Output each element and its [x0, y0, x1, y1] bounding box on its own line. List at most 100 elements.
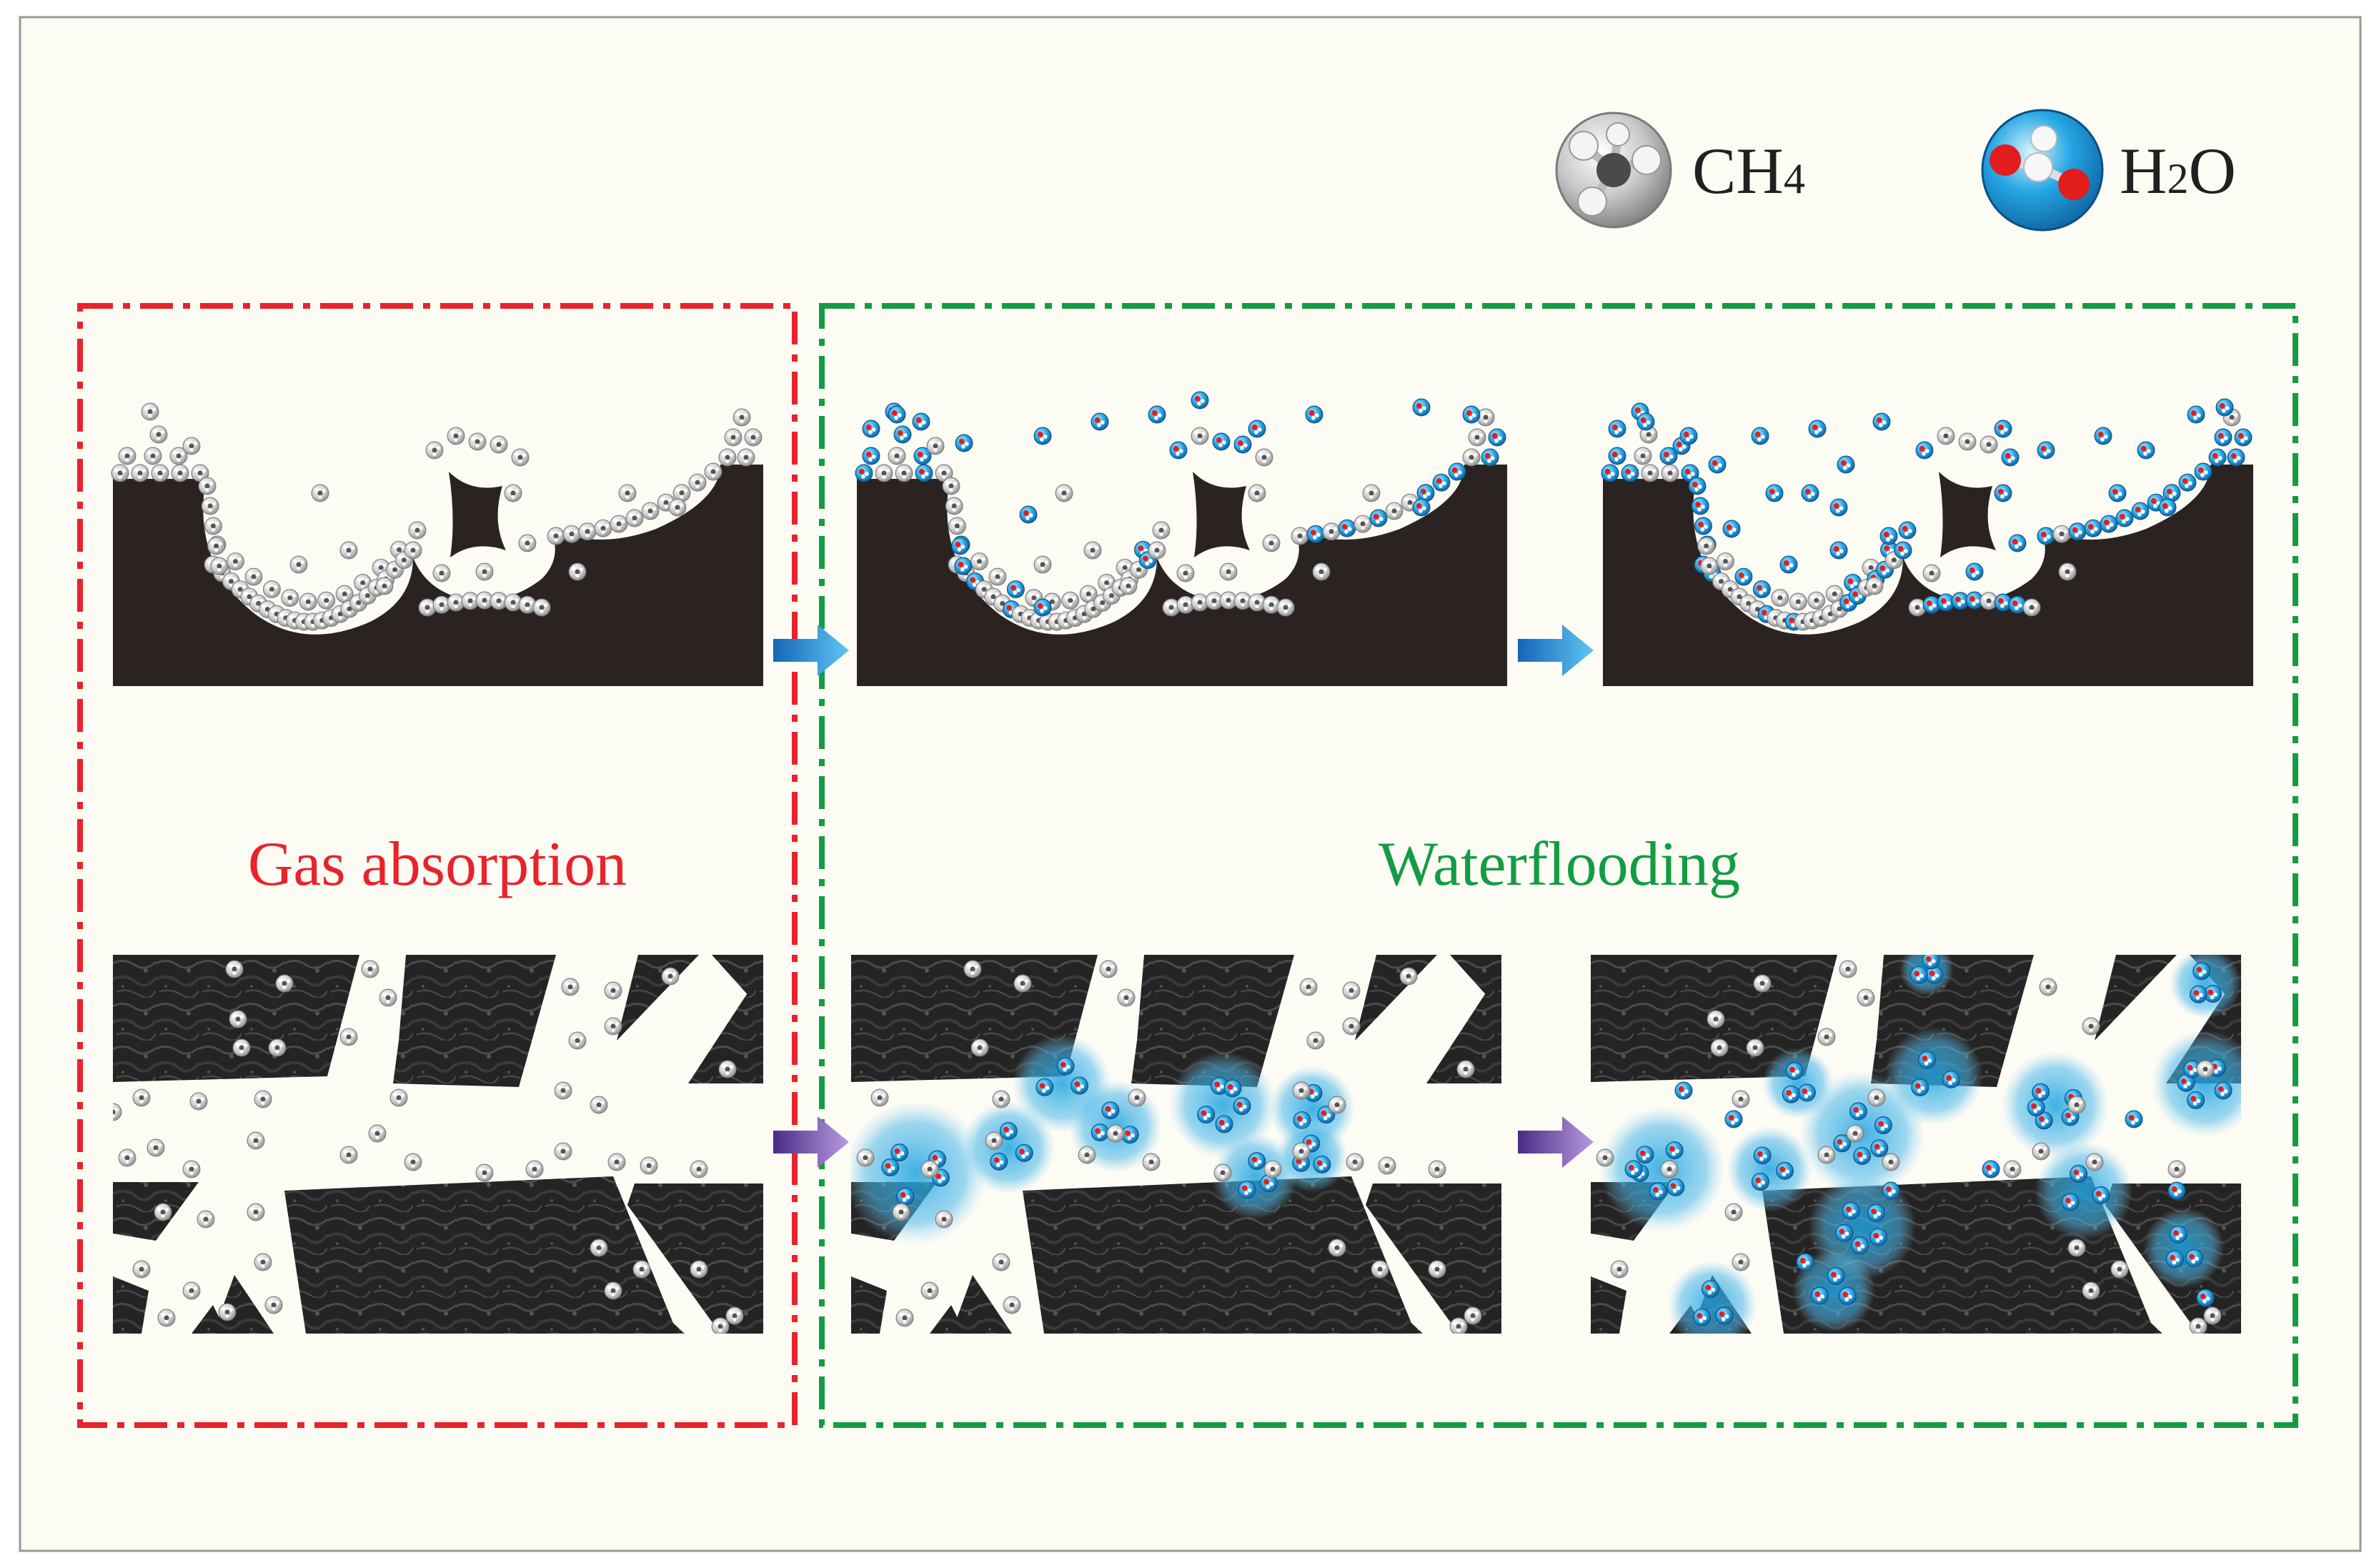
h2o-molecule: [2159, 499, 2176, 516]
ch4-molecule: [1429, 1161, 1446, 1178]
h2o-molecule: [1899, 522, 1916, 539]
ch4-molecule: [964, 961, 981, 978]
h2o-molecule: [1102, 1102, 1119, 1119]
h2o-molecule: [1036, 1078, 1053, 1096]
ch4-molecule: [1354, 515, 1371, 532]
ch4-molecule: [2168, 1161, 2185, 1178]
ch4-molecule: [2190, 1318, 2207, 1335]
ch4-molecule: [519, 535, 536, 552]
ch4-molecule: [469, 433, 486, 450]
h2o-molecule: [1870, 1229, 1887, 1246]
ch4-molecule: [390, 1089, 407, 1106]
h2o-molecule: [1609, 420, 1626, 437]
h2o-molecule: [2085, 520, 2102, 537]
ch4-molecule: [476, 1164, 493, 1181]
ch4-molecule: [989, 568, 1006, 585]
h2o-molecule: [1850, 1103, 1867, 1120]
gas-absorption-label: Gas absorption: [248, 830, 627, 899]
rock-block: [284, 1176, 677, 1334]
ch4-molecule: [590, 1096, 607, 1113]
h2o-molecule: [855, 465, 873, 482]
ch4-molecule: [605, 1018, 622, 1035]
h2o-molecule: [2193, 963, 2210, 980]
h2o-molecule: [2070, 1165, 2087, 1182]
ch4-molecule: [1363, 485, 1380, 502]
h2o-molecule: [1966, 563, 1983, 580]
ch4-molecule: [247, 1132, 264, 1149]
ch4-molecule: [202, 497, 219, 515]
ch4-molecule: [533, 599, 550, 616]
ch4-molecule: [1177, 565, 1194, 582]
h2o-molecule: [2216, 399, 2233, 416]
h2o-molecule: [2116, 510, 2133, 527]
ch4-molecule: [547, 527, 565, 545]
h2o-molecule: [1777, 1162, 1794, 1179]
ch4-molecule: [1034, 556, 1051, 573]
h2o-molecule: [1198, 1106, 1215, 1123]
h2o-molecule: [2137, 442, 2155, 459]
ch4-molecule: [640, 1157, 657, 1174]
ch4-molecule: [1371, 1261, 1389, 1278]
ch4-molecule: [2197, 1061, 2214, 1078]
h2o-molecule: [1797, 1254, 1814, 1271]
water-cluster: [1884, 1027, 1983, 1126]
h2o-molecule: [1625, 1161, 1642, 1178]
ch4-molecule: [608, 1153, 625, 1171]
ch4-molecule: [875, 465, 893, 482]
ch4-molecule: [1711, 1039, 1728, 1056]
ch4-molecule: [1300, 978, 1317, 996]
ch4-molecule: [1450, 1318, 1467, 1335]
ch4-molecule: [1882, 1153, 1899, 1171]
h2o-molecule: [2197, 1289, 2214, 1306]
ch4-molecule: [719, 1061, 736, 1078]
ch4-molecule: [1789, 593, 1807, 610]
h2o-molecule: [1910, 966, 1927, 983]
ch4-molecule: [1148, 542, 1166, 559]
h2o-molecule: [1689, 477, 1706, 495]
ch4-molecule: [705, 463, 722, 480]
ch4-molecule: [211, 557, 228, 575]
ch4-molecule: [1293, 1143, 1310, 1160]
ch4-molecule: [133, 1089, 150, 1106]
h2o-molecule: [1982, 1161, 2000, 1178]
ch4-molecule: [871, 1089, 888, 1106]
ch4-molecule: [426, 442, 443, 459]
ch4-molecule: [719, 449, 736, 466]
ch4-molecule: [1818, 1146, 1835, 1163]
ch4-molecule: [948, 517, 965, 535]
h2o-molecule: [882, 1158, 899, 1176]
ch4-molecule: [1277, 599, 1294, 616]
ch4-molecule-icon: [1556, 113, 1671, 227]
ch4-molecule: [1698, 537, 1715, 555]
h2o-molecule: [1871, 1140, 1888, 1157]
ch4-molecule: [254, 1091, 272, 1108]
ch4-molecule: [2053, 525, 2070, 542]
h2o-molecule: [2132, 502, 2149, 520]
h2o-molecule: [1091, 1124, 1108, 1141]
ch4-molecule: [1469, 429, 1486, 446]
ch4-molecule: [1754, 975, 1771, 992]
ch4-molecule: [857, 1149, 874, 1166]
h2o-molecule: [1449, 463, 1466, 480]
ch4-molecule: [1328, 1096, 1346, 1113]
h2o-molecule: [1852, 1237, 1869, 1254]
ch4-molecule: [147, 1139, 164, 1156]
h2o-molecule: [1809, 420, 1826, 437]
ch4-molecule: [111, 465, 129, 482]
h2o-molecule: [1238, 1181, 1256, 1199]
h2o-molecule: [1413, 499, 1430, 516]
h2o-molecule: [1874, 1117, 1892, 1134]
ch4-molecule: [971, 1039, 988, 1056]
h2o-molecule: [915, 465, 933, 482]
h2o-molecule: [913, 413, 930, 430]
ch4-molecule: [1634, 447, 1652, 465]
ch4-molecule: [555, 1082, 572, 1099]
ch4-molecule: [1128, 1089, 1146, 1106]
h2o-molecule: [1370, 510, 1387, 527]
h2o-molecule: [2069, 523, 2086, 540]
ch4-molecule: [318, 592, 335, 609]
ch4-molecule: [219, 1304, 236, 1321]
ch4-molecule: [690, 1261, 707, 1278]
h2o-molecule: [2125, 1111, 2142, 1128]
